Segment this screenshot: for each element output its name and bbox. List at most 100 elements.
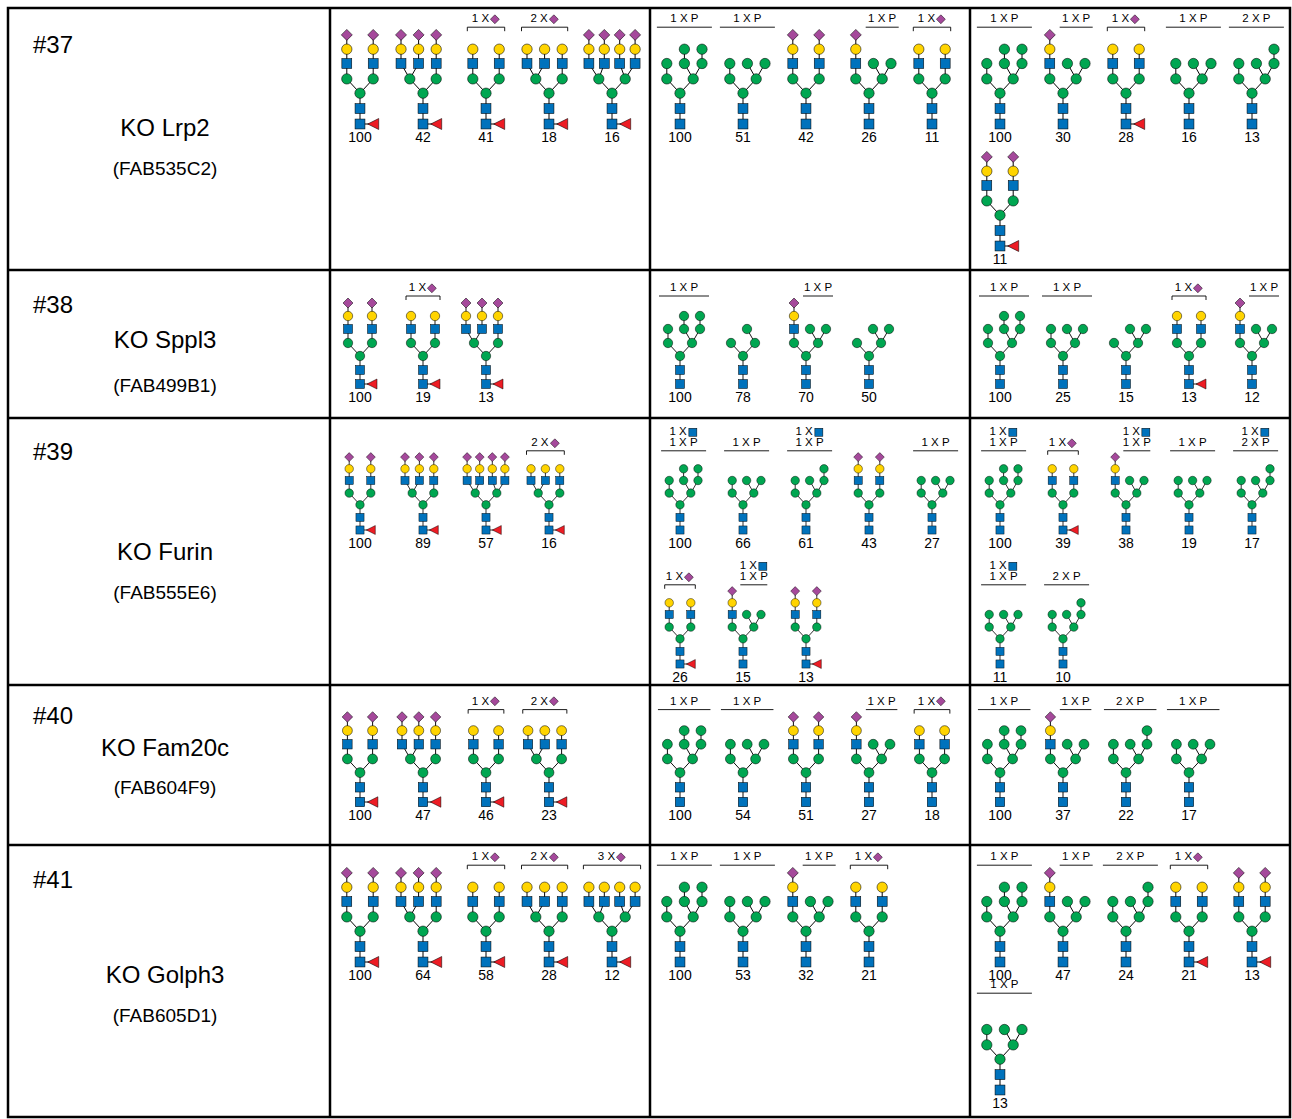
- mannose-circle: [813, 338, 822, 347]
- relative-abundance: 78: [735, 390, 751, 404]
- glcnac-square: [1122, 380, 1131, 389]
- mannose-circle: [494, 912, 504, 922]
- glycan-structure: [342, 712, 378, 808]
- glcnac-square: [431, 325, 440, 334]
- mannose-circle: [820, 465, 828, 473]
- fucose-triangle: [367, 797, 378, 808]
- galactose-circle: [982, 166, 992, 176]
- galactose-circle: [557, 44, 567, 54]
- annotation-text: 1 X: [855, 851, 872, 863]
- annotation-bracket: [803, 296, 833, 297]
- mannose-circle: [738, 351, 747, 360]
- relative-abundance: 100: [668, 130, 691, 144]
- mannose-circle: [805, 896, 815, 906]
- relative-abundance: 25: [1055, 390, 1071, 404]
- relative-abundance: 100: [668, 390, 691, 404]
- mannose-circle: [982, 196, 992, 206]
- mannose-circle: [342, 754, 352, 764]
- mannose-circle: [886, 58, 896, 68]
- glcnac-square: [996, 380, 1005, 389]
- mannose-circle: [946, 476, 954, 484]
- galactose-circle: [396, 44, 406, 54]
- annotation-bracket: [1103, 865, 1158, 866]
- mannose-circle: [1008, 74, 1018, 84]
- mannose-circle: [405, 74, 415, 84]
- galactose-circle: [851, 726, 861, 736]
- mannose-circle: [927, 768, 937, 778]
- sialic-acid-diamond: [367, 712, 378, 723]
- mannose-circle: [1237, 476, 1245, 484]
- glcnac-square: [599, 897, 609, 907]
- mannose-circle: [696, 739, 706, 749]
- annotation-bracket: [661, 450, 706, 451]
- glcnac-square: [940, 740, 949, 749]
- relative-abundance: 16: [1181, 130, 1197, 144]
- mannose-circle: [725, 58, 735, 68]
- mannose-circle: [1122, 501, 1130, 509]
- mannose-circle: [697, 44, 707, 54]
- mannose-circle: [1045, 74, 1055, 84]
- mannose-circle: [1058, 351, 1067, 360]
- relative-abundance: 16: [541, 536, 557, 550]
- galactose-circle: [789, 311, 798, 320]
- glcnac-square: [940, 59, 950, 69]
- relative-abundance: 89: [415, 536, 431, 550]
- relative-abundance: 10: [1055, 670, 1071, 684]
- relative-abundance: 58: [478, 968, 494, 982]
- glcnac-square: [675, 119, 685, 129]
- mannose-circle: [676, 501, 684, 509]
- relative-abundance: 47: [1055, 968, 1071, 982]
- mannose-circle: [557, 74, 567, 84]
- mannose-circle: [801, 88, 811, 98]
- sialic-acid-diamond: [875, 453, 884, 462]
- mannose-circle: [355, 926, 365, 936]
- glcnac-square: [982, 181, 992, 191]
- glcnac-square: [851, 59, 861, 69]
- glcnac-square: [1059, 660, 1067, 668]
- annotation-text: 1 X: [1175, 851, 1192, 863]
- glcnac-square: [1185, 526, 1193, 534]
- relative-abundance: 50: [861, 390, 877, 404]
- annotation: 2 X: [531, 696, 559, 708]
- glcnac-square: [864, 797, 873, 806]
- galactose-circle: [1235, 311, 1244, 320]
- mannose-circle: [471, 489, 479, 497]
- galactose-circle: [468, 726, 478, 736]
- glcnac-square: [802, 526, 810, 534]
- annotation-bracket: [720, 865, 775, 866]
- mannose-circle: [679, 726, 689, 736]
- relative-abundance: 15: [1118, 390, 1134, 404]
- mannose-circle: [367, 489, 375, 497]
- mannose-circle: [1017, 58, 1027, 68]
- relative-abundance: 37: [1055, 808, 1071, 822]
- relative-abundance: 100: [348, 968, 371, 982]
- fucose-triangle: [1260, 957, 1271, 968]
- glycan-structure: [662, 44, 708, 129]
- glcnac-square: [481, 797, 490, 806]
- galactose-circle: [556, 465, 564, 473]
- glcnac-square: [607, 104, 617, 114]
- annotation-bracket: [1170, 865, 1207, 869]
- mannose-circle: [1140, 476, 1148, 484]
- mannose-circle: [1016, 726, 1026, 736]
- fucose-triangle: [557, 119, 568, 130]
- mannose-circle: [531, 74, 541, 84]
- mannose-circle: [1111, 489, 1119, 497]
- mannose-circle: [355, 351, 364, 360]
- glycan-structure: [852, 324, 893, 388]
- glcnac-square: [1121, 104, 1131, 114]
- glcnac-square: [1121, 942, 1131, 952]
- mannose-circle: [696, 726, 706, 736]
- annotation: 1 X: [918, 696, 946, 708]
- mannose-circle: [1017, 882, 1027, 892]
- sialic-acid-diamond: [814, 29, 825, 40]
- galactose-circle: [813, 599, 821, 607]
- glycan-structure: [985, 465, 1022, 534]
- galactose-circle: [1134, 44, 1144, 54]
- mannose-circle: [1174, 489, 1182, 497]
- galactose-circle: [463, 465, 471, 473]
- mannose-circle: [982, 896, 992, 906]
- relative-abundance: 23: [541, 808, 557, 822]
- mannose-circle: [1016, 739, 1026, 749]
- glcnac-square: [739, 660, 747, 668]
